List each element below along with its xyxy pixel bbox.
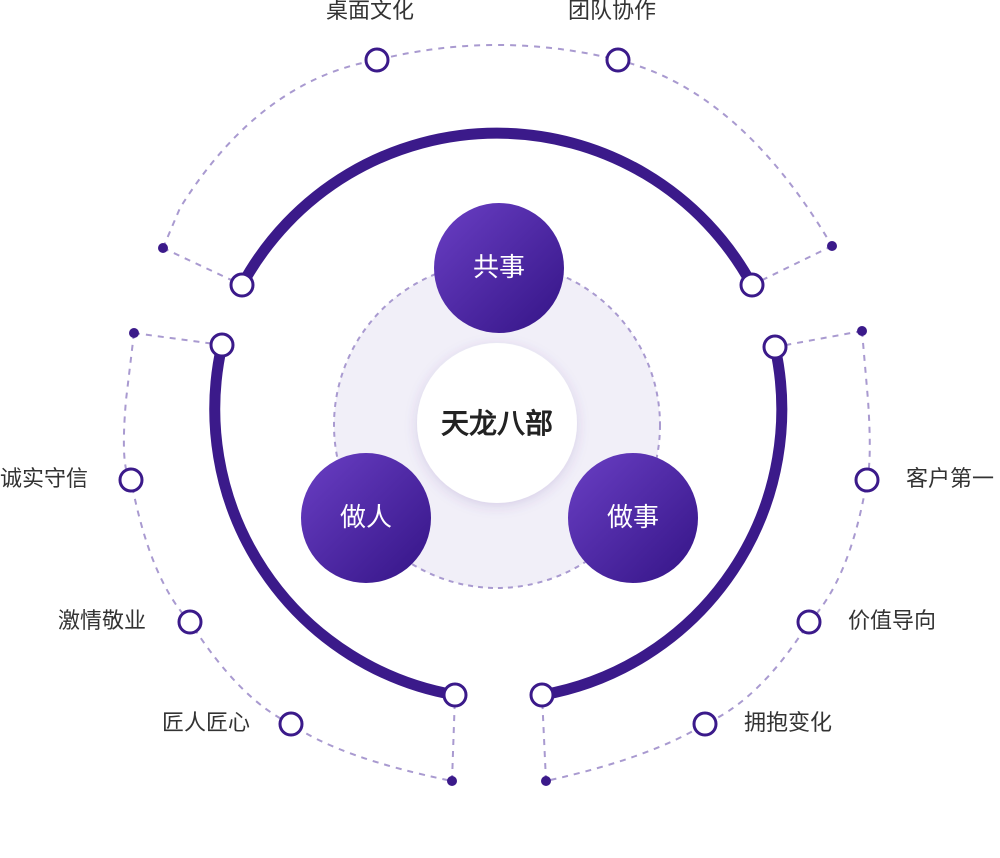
- endpoint-ring: [442, 682, 468, 708]
- left-bottom-connector: [451, 694, 456, 782]
- pillar-circle-gongshi: [434, 203, 564, 333]
- end-dot: [447, 776, 457, 786]
- node-ring-left-1: [118, 467, 144, 493]
- pillar-label-gongshi: 共事: [472, 253, 526, 283]
- center-circle: [417, 343, 577, 503]
- value-label-right-3: 拥抱变化: [744, 711, 833, 736]
- top-right-connector: [751, 245, 833, 286]
- endpoint-ring: [762, 334, 788, 360]
- pillar-circle-zuoren: [301, 453, 431, 583]
- node-ring-left-3: [278, 711, 304, 737]
- endpoint-ring: [529, 682, 555, 708]
- value-node-rings: [118, 47, 880, 737]
- right-top-connector: [774, 330, 863, 348]
- node-ring-right-2: [796, 609, 822, 635]
- node-ring-left-2: [177, 609, 203, 635]
- end-dot: [158, 243, 168, 253]
- endpoint-ring: [739, 272, 765, 298]
- top-left-connector: [162, 247, 243, 286]
- endpoint-ring: [209, 332, 235, 358]
- end-dots: [129, 241, 867, 786]
- pillar-label-zuoren: 做人: [339, 503, 393, 533]
- value-label-left-2: 激情敬业: [58, 609, 147, 634]
- right-thick-arc: [536, 341, 788, 701]
- node-ring-right-1: [854, 467, 880, 493]
- thick-arcs: [209, 127, 788, 701]
- value-label-right-2: 价值导向: [848, 609, 937, 634]
- node-ring-top-2: [605, 47, 631, 73]
- right-dashed-arc: [545, 330, 871, 782]
- center-title: 天龙八部: [440, 407, 554, 440]
- value-label-left-3: 匠人匠心: [162, 711, 251, 736]
- left-thick-arc: [209, 339, 461, 701]
- value-label-top-1: 桌面文化: [326, 0, 415, 24]
- arc-endpoint-rings: [209, 272, 788, 708]
- value-label-left-1: 诚实守信: [0, 467, 89, 492]
- left-top-connector: [133, 332, 223, 346]
- end-dot: [857, 326, 867, 336]
- end-dot: [129, 328, 139, 338]
- value-label-top-2: 团队协作: [568, 0, 657, 24]
- end-dot: [827, 241, 837, 251]
- end-dot: [541, 776, 551, 786]
- top-dashed-arc: [162, 44, 833, 249]
- right-bottom-connector: [541, 694, 547, 782]
- pillar-label-zuoshi: 做事: [606, 503, 660, 533]
- value-label-right-1: 客户第一: [906, 467, 995, 492]
- node-ring-top-1: [364, 47, 390, 73]
- pillar-circle-zuoshi: [568, 453, 698, 583]
- endpoint-ring: [229, 272, 255, 298]
- node-ring-right-3: [692, 711, 718, 737]
- top-thick-arc: [236, 127, 758, 291]
- outer-dashed-paths: [122, 44, 871, 782]
